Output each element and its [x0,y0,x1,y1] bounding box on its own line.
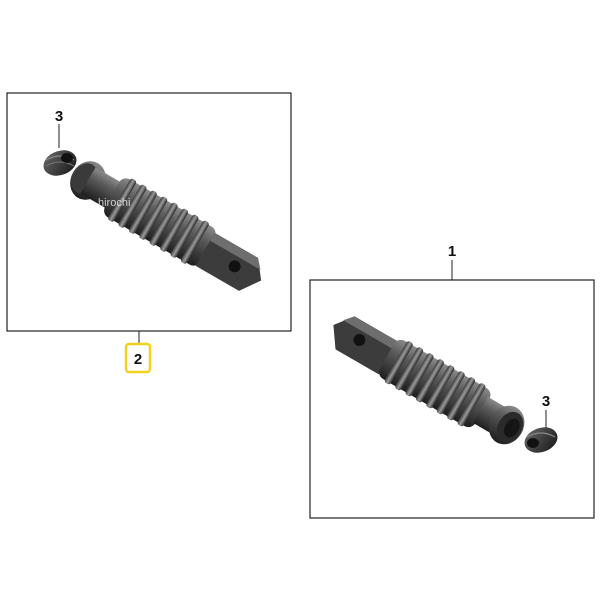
end-cap-part-top [43,150,77,176]
watermark-text: hirochi [98,197,130,209]
panel-assembly-2-frame [6,92,292,332]
callout-assembly-2-highlight [124,342,152,374]
callout-cap-bottom: 3 [542,393,550,410]
callout-cap-top: 3 [55,108,63,125]
footpeg-ribs-top [108,178,209,264]
end-cap-part-bottom [524,427,558,453]
callout-assembly-1: 1 [448,243,456,260]
callout-assembly-2: 2 [134,351,142,368]
footpeg-part-bottom [333,316,525,445]
footpeg-part-top [70,161,262,291]
footpeg-ribs-bottom [384,341,486,427]
